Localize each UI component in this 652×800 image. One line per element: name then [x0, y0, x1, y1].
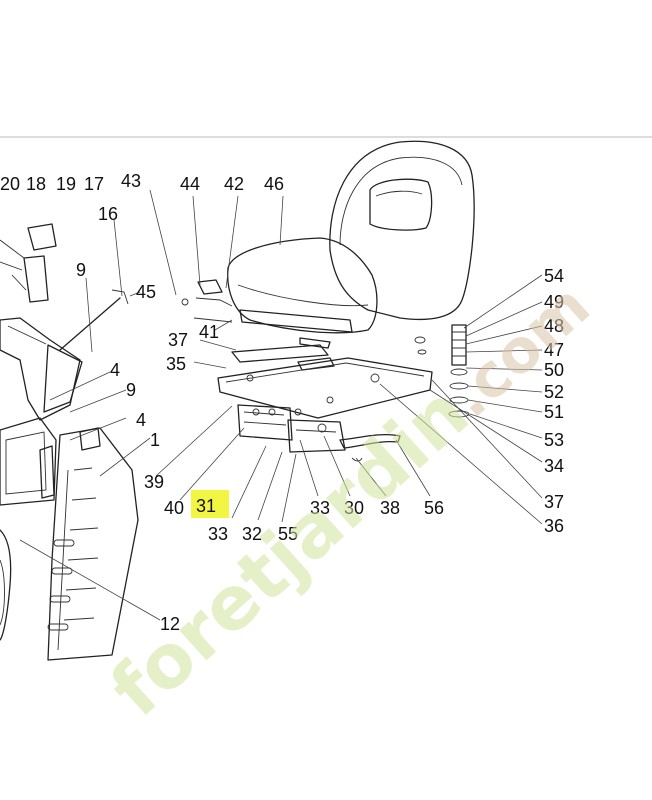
part-label: 48 — [544, 316, 564, 336]
part-labels: 20 18 19 17 43 44 42 46 16 9 45 41 37 35… — [0, 171, 564, 634]
part-label: 32 — [242, 524, 262, 544]
part-label: 20 — [0, 174, 20, 194]
seat-assembly — [0, 140, 475, 661]
watermark-text-accent: jardin — [245, 370, 485, 598]
part-label: 30 — [344, 498, 364, 518]
part-label: 54 — [544, 266, 564, 286]
part-label: 17 — [84, 174, 104, 194]
part-label: 51 — [544, 402, 564, 422]
part-label: 33 — [208, 524, 228, 544]
part-label: 52 — [544, 382, 564, 402]
part-label: 34 — [544, 456, 564, 476]
part-label: 16 — [98, 204, 118, 224]
part-label: 49 — [544, 292, 564, 312]
watermark-text-suffix: .com — [436, 271, 603, 431]
part-label: 12 — [160, 614, 180, 634]
part-label: 40 — [164, 498, 184, 518]
part-label: 9 — [126, 380, 136, 400]
part-label: 37 — [544, 492, 564, 512]
part-label: 36 — [544, 516, 564, 536]
part-label: 45 — [136, 282, 156, 302]
part-label: 44 — [180, 174, 200, 194]
part-label-highlighted: 31 — [196, 496, 216, 516]
part-label: 19 — [56, 174, 76, 194]
leader-lines — [19, 189, 543, 621]
part-label: 35 — [166, 354, 186, 374]
part-label: 43 — [121, 171, 141, 191]
part-label: 18 — [26, 174, 46, 194]
part-label: 56 — [424, 498, 444, 518]
part-label: 55 — [278, 524, 298, 544]
highlight-box — [191, 490, 229, 518]
part-label: 42 — [224, 174, 244, 194]
part-label: 46 — [264, 174, 284, 194]
part-label: 4 — [136, 410, 146, 430]
part-label: 39 — [144, 472, 164, 492]
part-label: 41 — [199, 322, 219, 342]
part-label: 1 — [150, 430, 160, 450]
part-label: 38 — [380, 498, 400, 518]
part-label: 37 — [168, 330, 188, 350]
part-label: 47 — [544, 340, 564, 360]
part-label: 4 — [110, 360, 120, 380]
part-label: 9 — [76, 260, 86, 280]
part-label: 53 — [544, 430, 564, 450]
part-label: 50 — [544, 360, 564, 380]
part-label: 33 — [310, 498, 330, 518]
